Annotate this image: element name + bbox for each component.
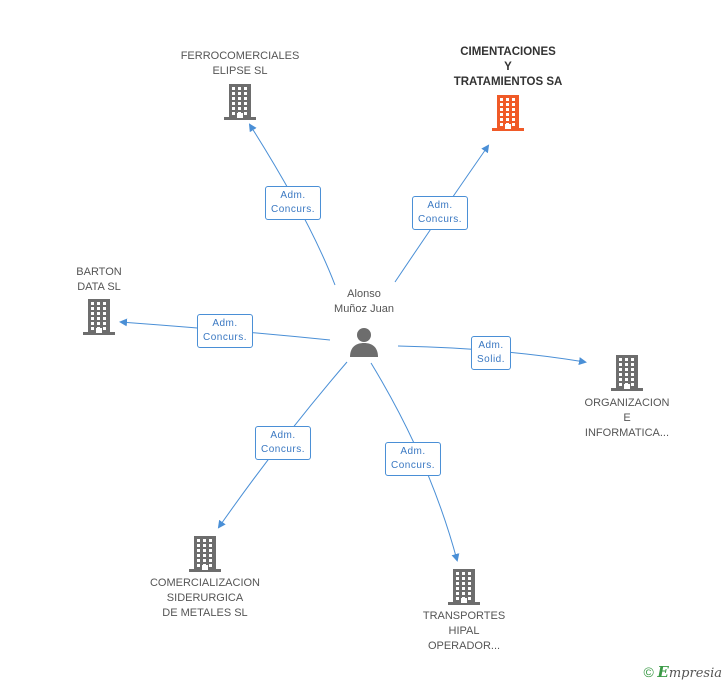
- company-label: FERROCOMERCIALES ELIPSE SL: [180, 50, 300, 77]
- copyright-symbol: ©: [643, 664, 654, 680]
- building-icon: [611, 355, 643, 391]
- brand-logo-e: E: [657, 663, 669, 681]
- relation-label-barton[interactable]: Adm. Concurs.: [196, 314, 254, 348]
- company-label: COMERCIALIZACION SIDERURGICA DE METALES …: [149, 577, 260, 619]
- building-icon: [189, 536, 221, 572]
- building-icon: [448, 569, 480, 605]
- building-icon: [224, 84, 256, 120]
- person-name: Alonso Muñoz Juan: [334, 288, 394, 315]
- brand-footer: © Empresia: [643, 663, 722, 681]
- relation-label-organizacion[interactable]: Adm. Solid.: [470, 336, 512, 370]
- person-icon: [350, 328, 378, 357]
- company-label: ORGANIZACION E INFORMATICA...: [584, 397, 670, 439]
- company-label: TRANSPORTES HIPAL OPERADOR...: [422, 610, 506, 652]
- relation-label-comercializacion[interactable]: Adm. Concurs.: [254, 426, 312, 460]
- company-label: BARTON DATA SL: [76, 266, 122, 293]
- relation-label-ferrocomerciales[interactable]: Adm. Concurs.: [264, 186, 322, 220]
- relation-label-cimentaciones[interactable]: Adm. Concurs.: [411, 196, 469, 230]
- company-label: CIMENTACIONES Y TRATAMIENTOS SA: [453, 46, 563, 88]
- building-icon: [492, 95, 524, 131]
- brand-name: mpresia: [668, 666, 722, 681]
- building-icon: [83, 299, 115, 335]
- relation-label-transportes[interactable]: Adm. Concurs.: [384, 442, 442, 476]
